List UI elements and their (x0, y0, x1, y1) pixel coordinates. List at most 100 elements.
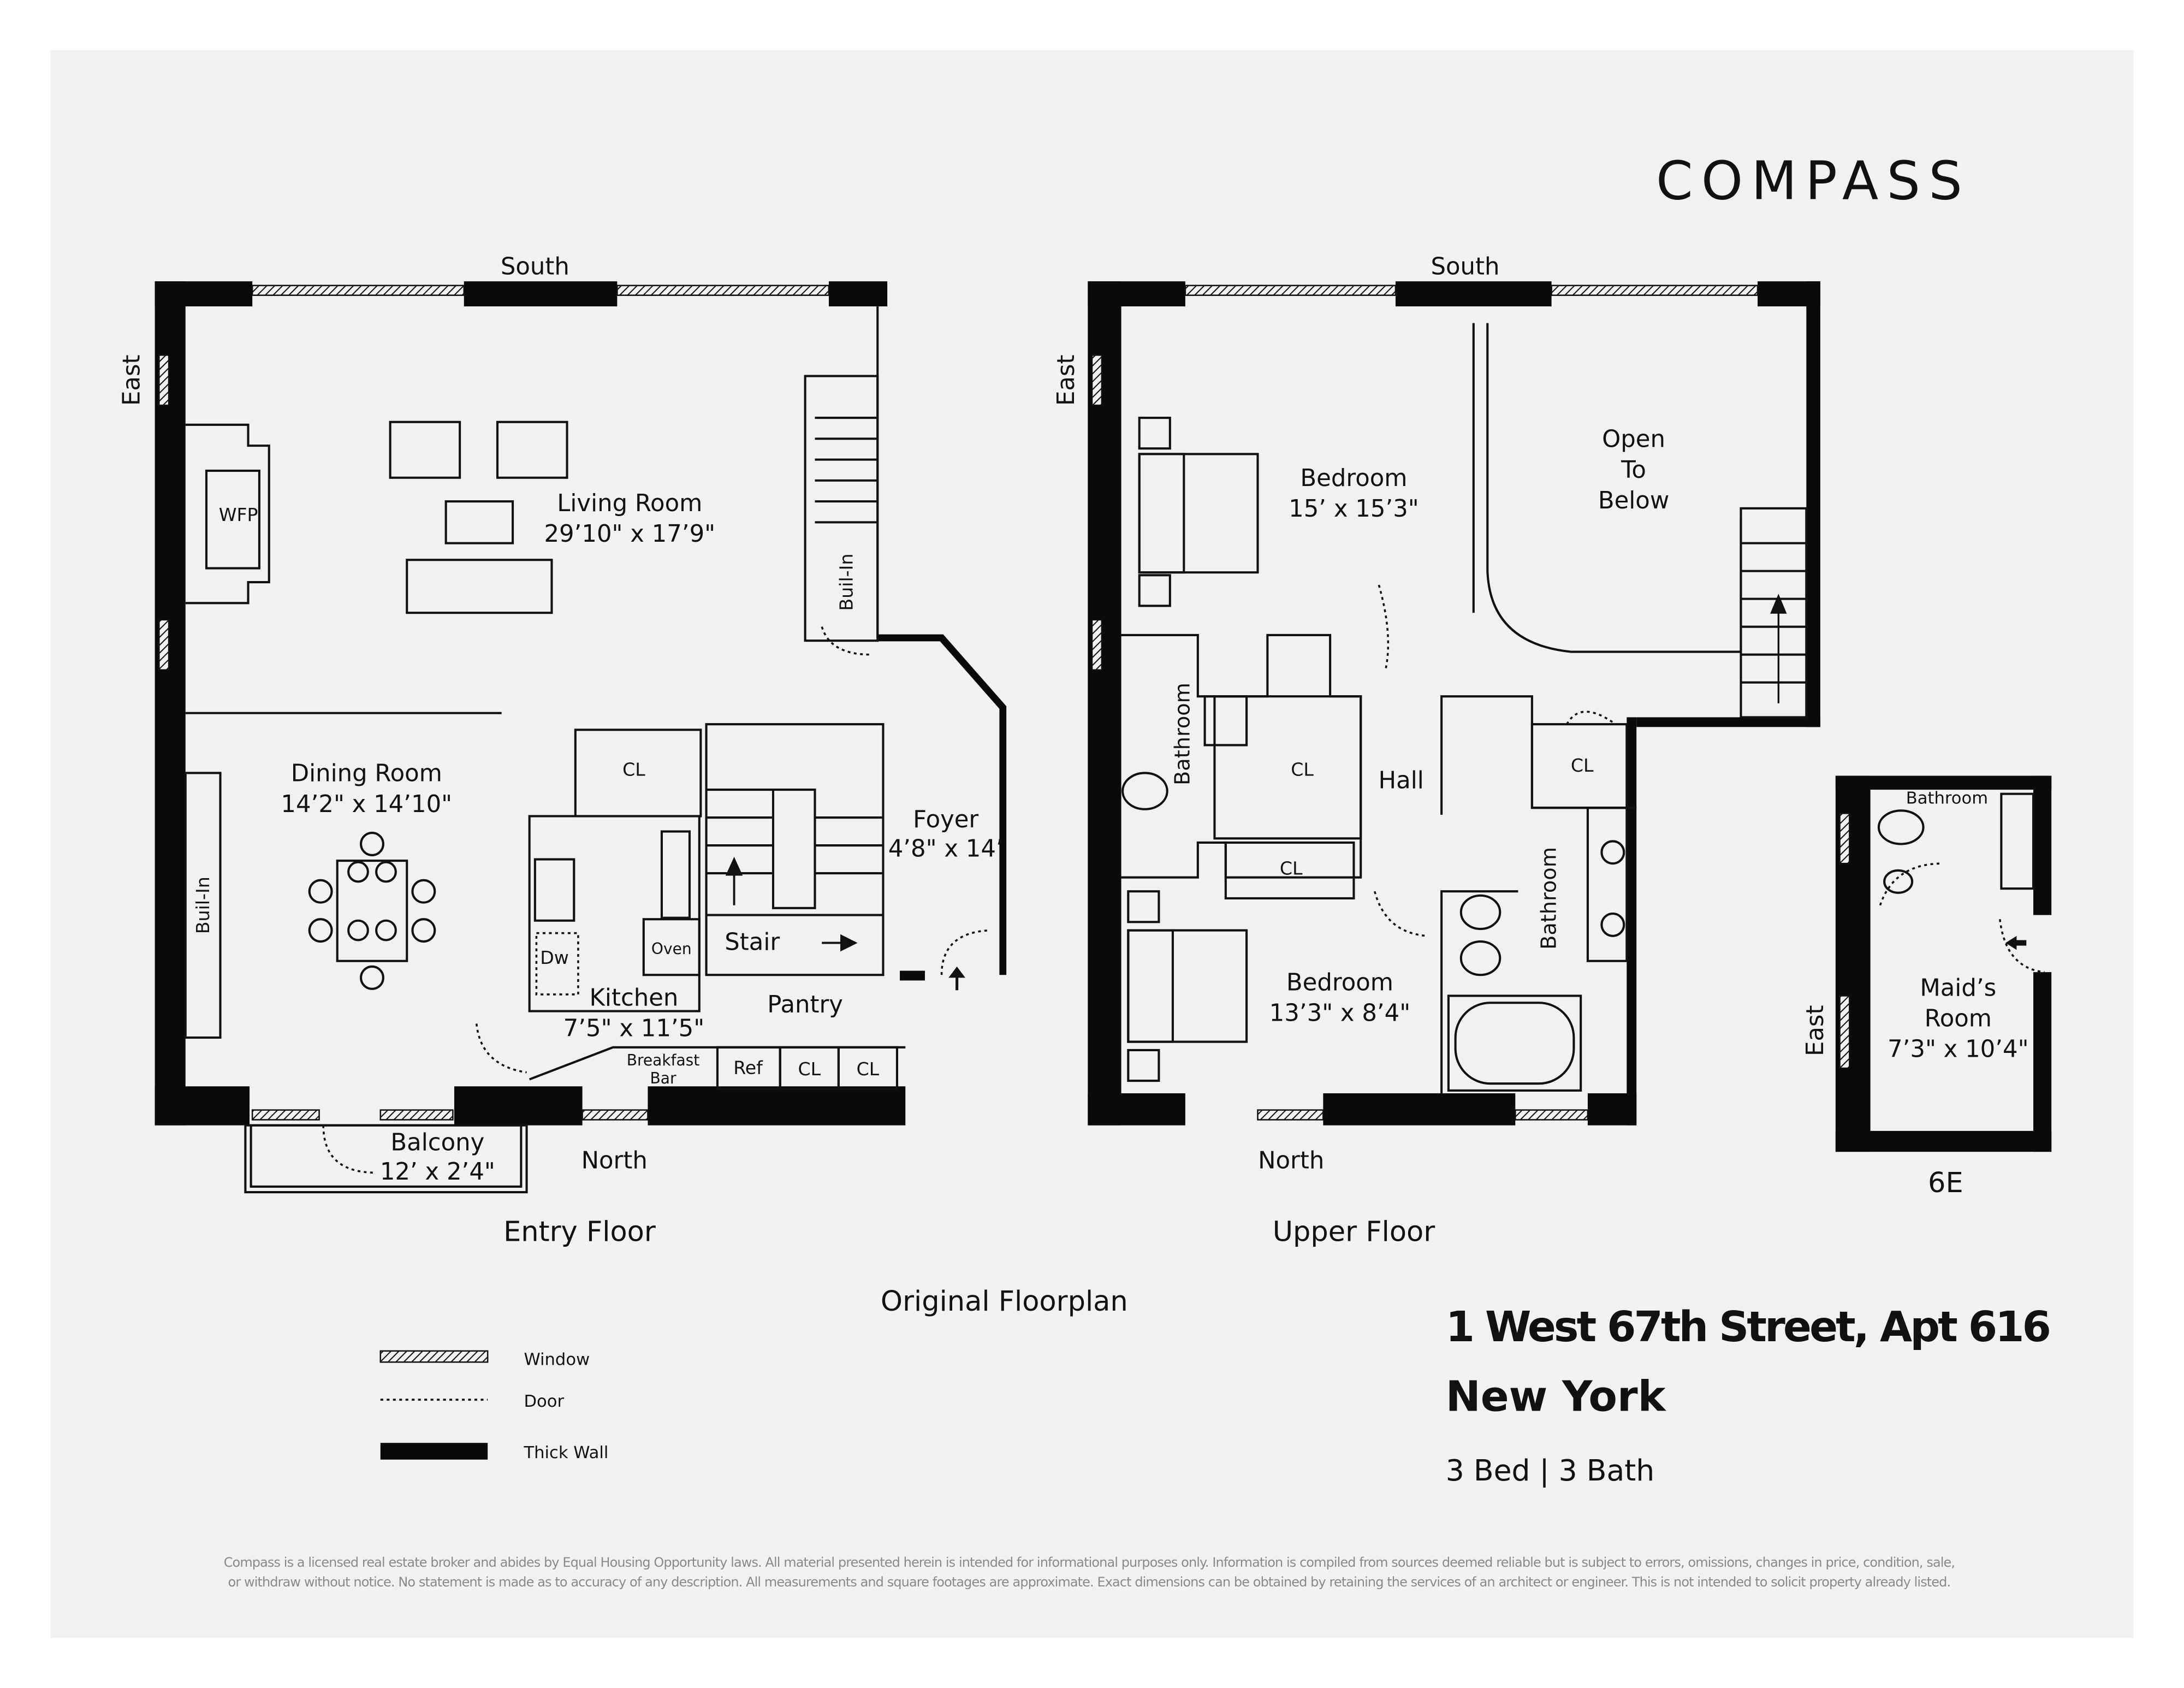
kitchen-counter (528, 815, 701, 1012)
headboard (1127, 929, 1174, 1043)
fireplace-box (205, 469, 260, 570)
wall (900, 970, 925, 981)
wall (464, 281, 618, 307)
wall (454, 1086, 583, 1126)
dw-label: Dw (540, 947, 569, 968)
built-in-label: Buil-In (192, 876, 213, 934)
bedroom-dims: 15’ x 15’3" (1289, 495, 1419, 523)
partition (1440, 890, 1518, 1094)
wall (1627, 717, 1637, 1126)
wall (155, 281, 253, 307)
stair-core (771, 788, 816, 909)
foyer-label: Foyer (913, 806, 978, 833)
window (1551, 285, 1759, 296)
window (1515, 1109, 1589, 1121)
bedroom-label: Bedroom (1300, 465, 1407, 492)
door-swing (1378, 584, 1390, 669)
dining-chairs (308, 832, 436, 990)
open-to-below-label: Below (1598, 487, 1669, 514)
stair-treads (815, 417, 878, 524)
stair-right-arrow-icon (822, 934, 858, 952)
maids-room-dims: 7’3" x 10’4" (1888, 1036, 2029, 1063)
closet-label: CL (1571, 755, 1594, 776)
direction-east: East (1053, 354, 1080, 406)
window (616, 285, 830, 296)
entry-floor-title: Entry Floor (503, 1216, 656, 1248)
wall (1088, 281, 1185, 307)
legend: Window Door Thick Wall (379, 1350, 608, 1462)
closet (1224, 841, 1355, 900)
legend-window-swatch (379, 1350, 489, 1363)
wall (2033, 775, 2052, 915)
maids-room-plan: Bathroom Maid’s Room 7’3" x 10’4" East 6… (1802, 775, 2052, 1199)
foyer-wall (877, 634, 1007, 975)
balcony-dims: 12’ x 2’4" (380, 1158, 495, 1186)
direction-south: South (501, 253, 569, 280)
closet (1213, 695, 1362, 840)
foyer-dims: 4’8" x 14’ (888, 835, 1004, 862)
vanity (1203, 695, 1248, 747)
stair-up-arrow-icon (725, 856, 743, 905)
headboard (1138, 453, 1185, 574)
sofa (406, 559, 553, 614)
closet (837, 1046, 898, 1091)
wall (1395, 281, 1552, 307)
door-swing (1373, 891, 1428, 937)
oven-label: Oven (651, 940, 692, 958)
window (1184, 285, 1397, 296)
dishwasher (535, 932, 579, 996)
nightstand (1138, 417, 1171, 450)
stair-treads (1741, 542, 1807, 684)
dining-room-label: Dining Room (291, 760, 442, 787)
living-room-dims: 29’10" x 17’9" (544, 520, 715, 548)
toilet (1459, 894, 1502, 931)
toilet (1877, 809, 1925, 845)
wall (2033, 972, 2052, 1152)
nightstand (1138, 574, 1171, 607)
nightstand (1127, 1049, 1160, 1082)
railing (1486, 323, 1742, 653)
compass-logo: COMPASS (1656, 150, 1971, 212)
wall (1835, 1130, 2052, 1152)
window (1091, 354, 1103, 406)
dining-room-dims: 14’2" x 14’10" (281, 791, 452, 818)
wall (828, 281, 888, 307)
fireplace (185, 423, 270, 605)
bathroom-label: Bathroom (1171, 683, 1195, 785)
vanity (1586, 807, 1628, 962)
closet-label: CL (798, 1058, 821, 1080)
door-swing (1879, 862, 1943, 906)
wall (155, 281, 186, 1126)
built-in-label: Buil-In (835, 554, 857, 611)
wall (648, 1086, 906, 1126)
wall (1323, 1093, 1516, 1126)
stair-treads (706, 788, 883, 916)
disclaimer-line: or withdraw without notice. No statement… (228, 1574, 1951, 1590)
closet-label: CL (1291, 759, 1314, 780)
legend-label: Thick Wall (523, 1443, 608, 1462)
unit-label: 6E (1928, 1167, 1963, 1199)
direction-east: East (1802, 1005, 1829, 1056)
legend-wall-swatch (380, 1443, 488, 1460)
window (1257, 1109, 1324, 1121)
balcony-inner (250, 1124, 523, 1188)
stove (660, 830, 691, 919)
wall (155, 1086, 250, 1126)
pantry-label: Pantry (767, 991, 843, 1018)
wall (1806, 281, 1820, 727)
bedroom-dims: 13’3" x 8’4" (1269, 999, 1411, 1027)
listing-summary: 3 Bed | 3 Bath (1446, 1453, 1654, 1488)
sink (1600, 840, 1625, 865)
window (581, 1109, 649, 1121)
window (379, 1109, 454, 1121)
wfp-label: WFP (219, 504, 258, 525)
entry-arrow-icon (948, 966, 965, 991)
door-swing (821, 626, 871, 656)
bathtub (2000, 792, 2035, 890)
ref-label: Ref (733, 1057, 763, 1078)
toilet (1121, 772, 1168, 810)
bathroom-label: Bathroom (1906, 789, 1988, 808)
bathroom-label: Bathroom (1536, 847, 1561, 950)
window (158, 354, 170, 406)
wall (1088, 1093, 1185, 1126)
